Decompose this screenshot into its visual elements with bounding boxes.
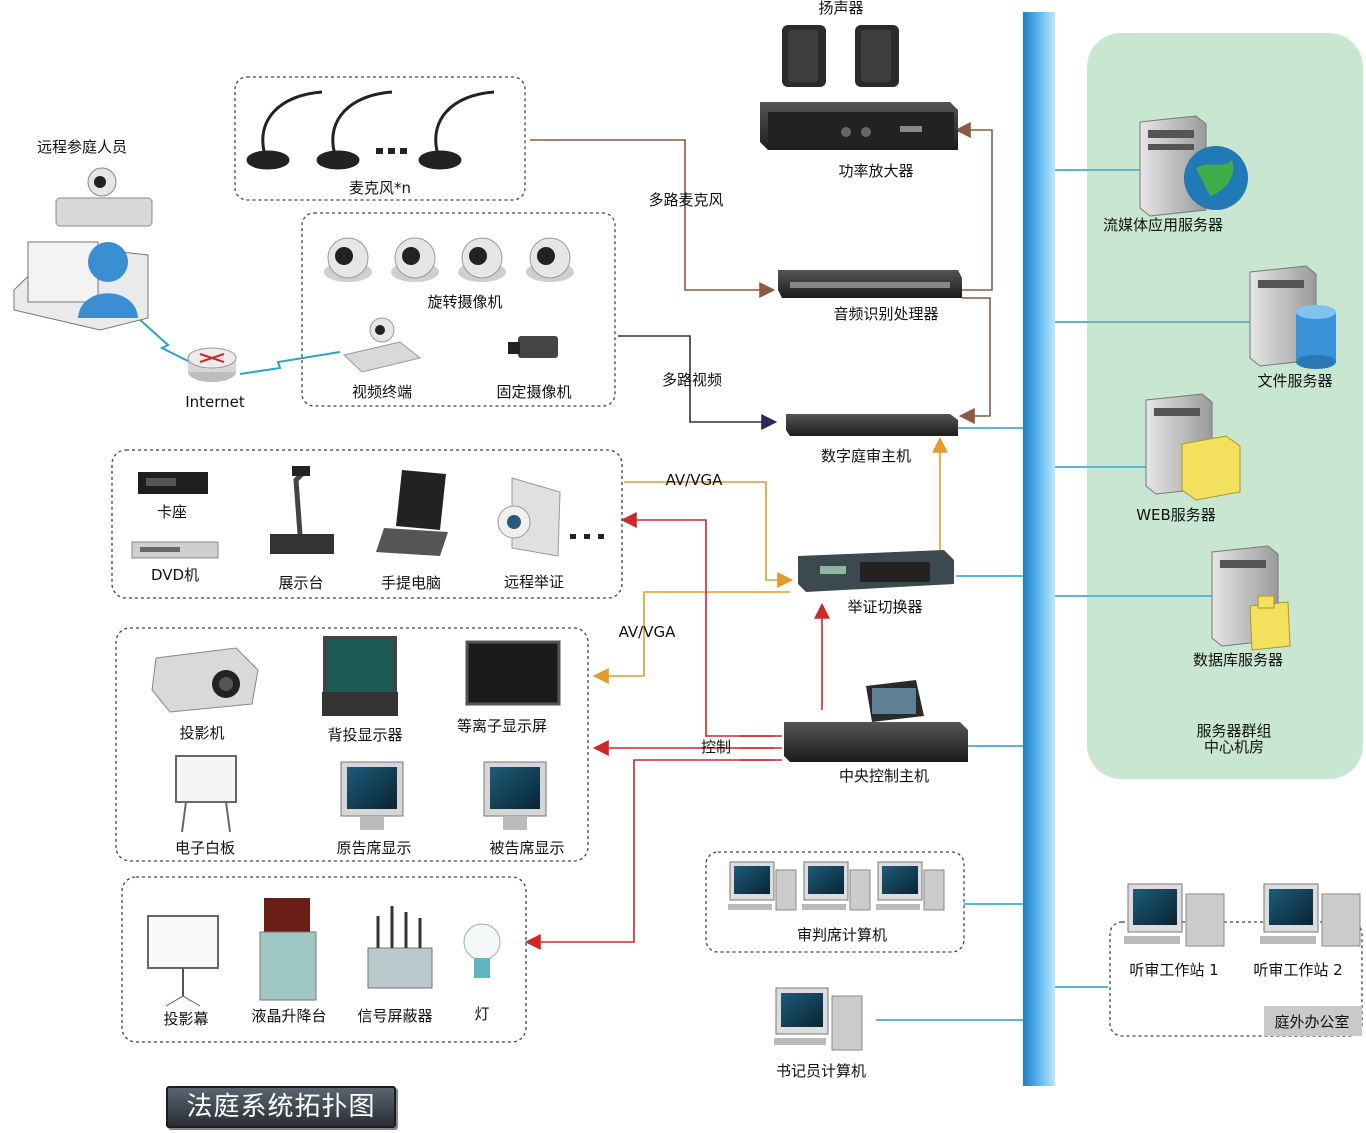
label-fixcam: 固定摄像机 xyxy=(496,383,571,401)
label-amp: 功率放大器 xyxy=(838,162,913,180)
line-remote-internet xyxy=(137,317,191,363)
judge-computer-icons xyxy=(728,861,945,911)
label-audioproc: 音频识别处理器 xyxy=(833,305,938,323)
internet-router-icon xyxy=(187,347,237,382)
plasma-icon xyxy=(465,640,561,706)
label-clerkpc: 书记员计算机 xyxy=(776,1062,866,1080)
label-rearproj: 背投显示器 xyxy=(327,726,402,744)
label-outside: 庭外办公室 xyxy=(1274,1013,1349,1031)
fixed-camera-icon xyxy=(508,336,558,358)
line-audio-to-amp xyxy=(954,122,993,291)
ellipsis-icon xyxy=(376,148,407,154)
label-dvd: DVD机 xyxy=(151,566,199,584)
label-db: 数据库服务器 xyxy=(1193,651,1283,669)
label-control: 控制 xyxy=(701,738,731,756)
label-screen: 投影幕 xyxy=(163,1010,208,1028)
laptop-icon xyxy=(376,470,448,556)
line-audio-to-host xyxy=(958,297,991,424)
web-server-icon xyxy=(1145,393,1241,501)
audio-processor-icon xyxy=(778,270,962,298)
label-remotevid: 远程举证 xyxy=(504,573,564,591)
label-avvga-1: AV/VGA xyxy=(666,471,724,489)
label-web: WEB服务器 xyxy=(1136,506,1216,524)
workstation-2-icon xyxy=(1260,883,1361,947)
diagram-title: 法庭系统拓扑图 xyxy=(186,1092,376,1122)
label-ws1: 听审工作站 1 xyxy=(1129,961,1218,979)
label-lamp: 灯 xyxy=(474,1005,489,1023)
label-fileserver: 文件服务器 xyxy=(1257,372,1332,390)
microphone-icons xyxy=(246,90,495,170)
label-multivideo: 多路视频 xyxy=(662,371,722,389)
label-plaintiff: 原告席显示 xyxy=(336,839,411,857)
label-defendant: 被告席显示 xyxy=(489,839,564,857)
network-backbone xyxy=(1023,12,1055,1086)
dashed-groups xyxy=(111,76,1363,1043)
label-judgepc: 审判席计算机 xyxy=(797,926,887,944)
label-mics: 麦克风*n xyxy=(349,179,411,197)
label-plasma: 等离子显示屏 xyxy=(457,717,547,735)
workstation-1-icon xyxy=(1124,883,1225,947)
line-internet-terminal xyxy=(239,351,341,375)
ptz-camera-icons xyxy=(324,237,574,282)
streaming-server-icon xyxy=(1139,115,1248,217)
label-booth: 展示台 xyxy=(278,574,323,592)
label-ptz: 旋转摄像机 xyxy=(427,293,502,311)
label-speakers: 扬声器 xyxy=(818,0,863,17)
server-group-panel xyxy=(1087,33,1363,779)
lamp-icon xyxy=(463,923,501,978)
rear-projection-icon xyxy=(322,636,398,716)
evidence-switcher-icon xyxy=(798,550,954,592)
label-group-1: 服务器群组 xyxy=(1196,722,1271,740)
label-vterm: 视频终端 xyxy=(352,383,412,401)
label-laptop: 手提电脑 xyxy=(381,574,441,592)
label-multimic: 多路麦克风 xyxy=(648,191,723,209)
file-server-icon xyxy=(1249,265,1336,369)
whiteboard-icon xyxy=(175,755,237,833)
label-host: 数字庭审主机 xyxy=(821,447,911,465)
label-remote: 远程参庭人员 xyxy=(37,138,127,156)
label-whiteboard: 电子白板 xyxy=(175,839,235,857)
lcd-lift-icon xyxy=(259,898,317,1001)
visualizer-icon xyxy=(270,466,334,554)
plaintiff-monitor-icon xyxy=(340,761,404,830)
line-switcher-to-displays xyxy=(592,591,790,684)
clerk-computer-icon xyxy=(774,987,863,1051)
label-group-2: 中心机房 xyxy=(1204,738,1264,756)
dvd-player-icon xyxy=(131,541,219,559)
projector-icon xyxy=(151,647,259,713)
amplifier-icon xyxy=(760,102,958,150)
label-lcdlift: 液晶升降台 xyxy=(251,1007,326,1025)
label-stream: 流媒体应用服务器 xyxy=(1103,216,1223,234)
remote-evidence-icon xyxy=(497,477,561,557)
label-deck: 卡座 xyxy=(157,503,187,521)
line-control-env xyxy=(524,759,782,950)
backbone-links xyxy=(876,169,1252,1021)
line-video-to-host xyxy=(618,335,778,430)
label-central: 中央控制主机 xyxy=(839,767,929,785)
defendant-monitor-icon xyxy=(483,761,547,830)
outside-office-tag xyxy=(1264,1006,1362,1036)
label-avvga-2: AV/VGA xyxy=(619,623,677,641)
signal-jammer-icon xyxy=(367,906,433,989)
video-terminal-icon xyxy=(342,317,422,373)
label-switcher: 举证切换器 xyxy=(847,598,922,616)
line-mic-to-audio xyxy=(530,139,776,298)
label-jammer: 信号屏蔽器 xyxy=(357,1007,432,1025)
central-control-icon xyxy=(784,680,968,762)
label-projector: 投影机 xyxy=(179,724,224,742)
diagram-title-box: 法庭系统拓扑图 xyxy=(166,1086,396,1128)
cassette-deck-icon xyxy=(138,472,208,494)
remote-participant-icon xyxy=(13,167,153,331)
label-internet: Internet xyxy=(185,393,245,411)
ellipsis-icon xyxy=(570,534,604,539)
court-host-icon xyxy=(786,414,958,436)
line-evidence-to-switcher xyxy=(624,481,794,588)
label-ws2: 听审工作站 2 xyxy=(1253,961,1342,979)
speaker-icon xyxy=(782,25,899,87)
control-ticks xyxy=(740,735,774,761)
projection-screen-icon xyxy=(147,915,219,1007)
database-server-icon xyxy=(1211,545,1291,651)
